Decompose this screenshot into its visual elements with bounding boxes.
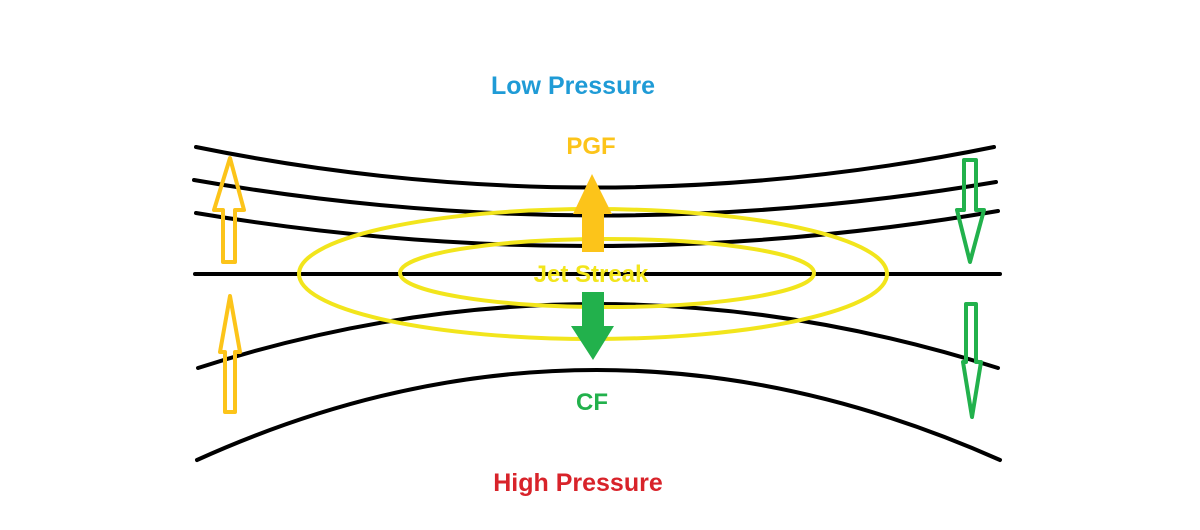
high-pressure-label: High Pressure: [493, 469, 663, 497]
entrance-lower-arrow-icon: [218, 294, 242, 414]
entrance-arrows: [212, 156, 246, 414]
entrance-upper-arrow-icon: [212, 156, 246, 264]
pgf-label: PGF: [566, 133, 615, 160]
isobar-6: [195, 368, 1002, 462]
cf-arrow-icon: [571, 292, 614, 360]
exit-lower-arrow-icon: [961, 302, 983, 419]
low-pressure-label: Low Pressure: [491, 72, 655, 100]
exit-upper-arrow-icon: [955, 158, 986, 264]
cf-label: CF: [576, 389, 608, 416]
pgf-arrow-icon: [573, 174, 612, 252]
jet-streak-label: Jet Streak: [534, 261, 649, 288]
inner-isotach: [398, 237, 816, 309]
exit-arrows: [955, 158, 986, 419]
